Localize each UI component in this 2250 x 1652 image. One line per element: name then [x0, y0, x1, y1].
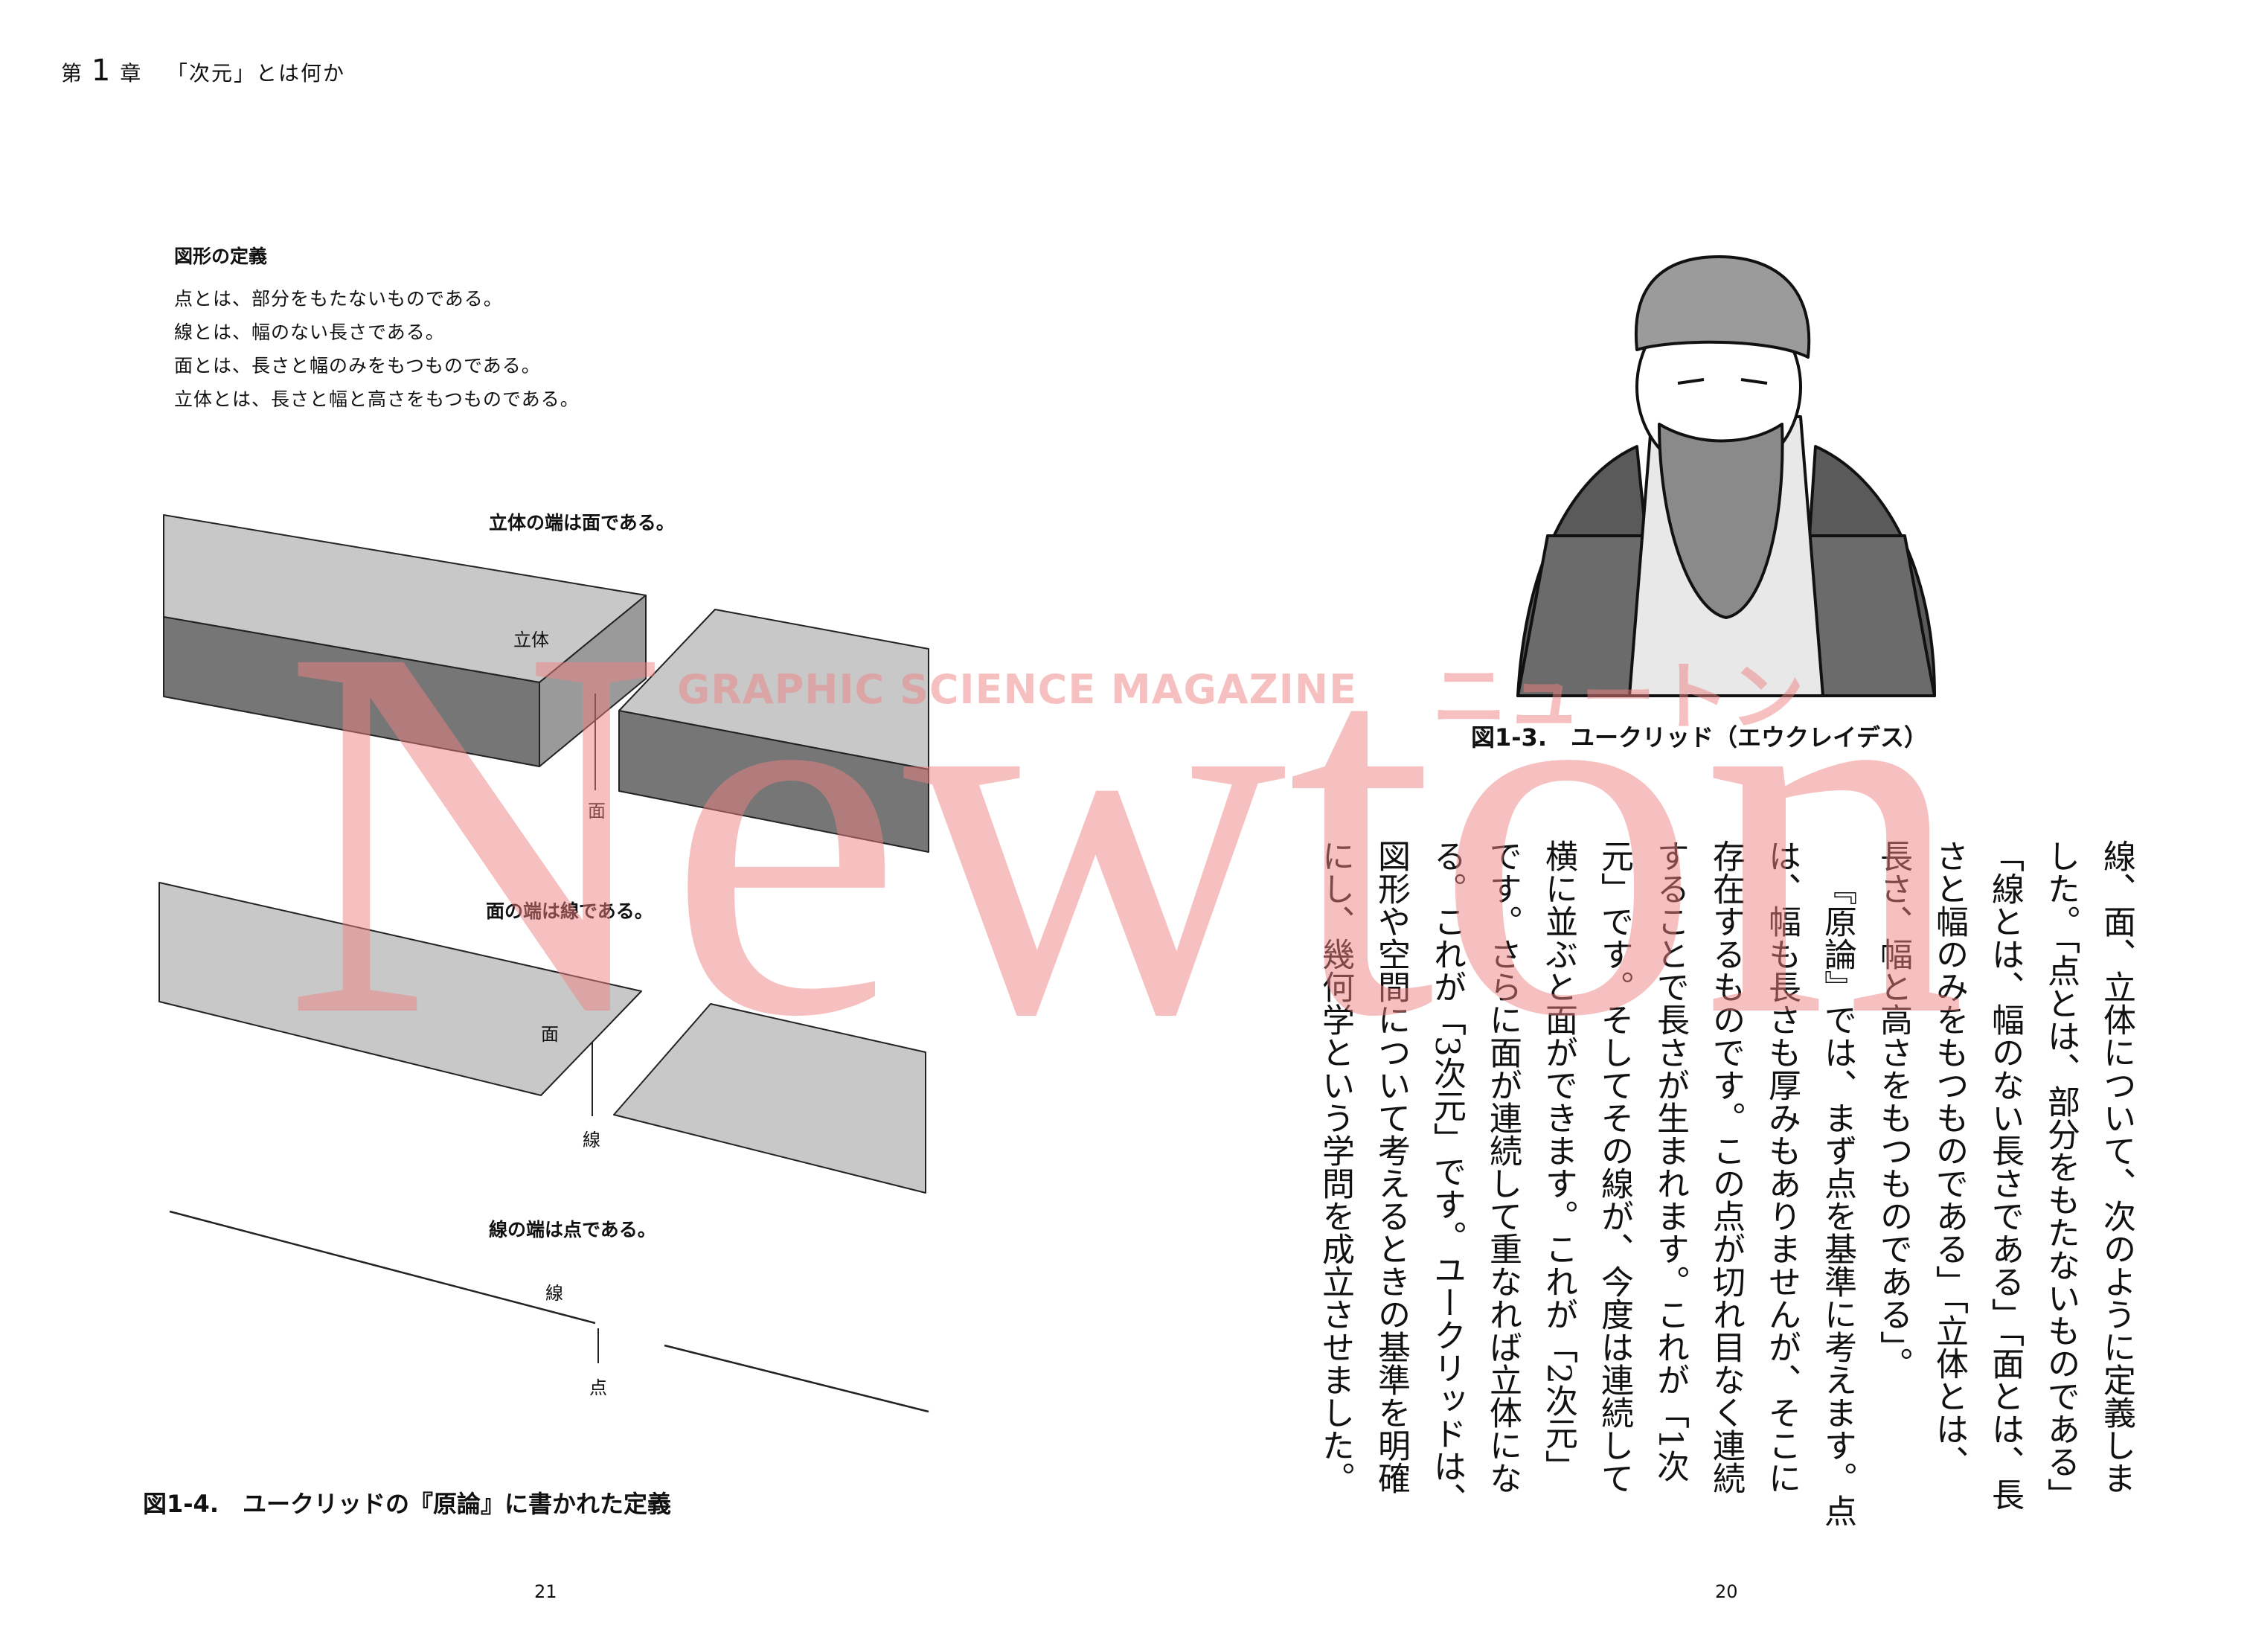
text-column: にし、幾何学という学問を成立させました。: [1316, 839, 1354, 1494]
chapter-suffix: 章: [120, 61, 143, 86]
solid-title: 立体の端は面である。: [489, 512, 675, 534]
definition-point: 点とは、部分をもたないものである。: [174, 288, 503, 310]
text-column: 元」です。そしてその線が、今度は連続して: [1595, 839, 1633, 1494]
plane-left: [158, 882, 642, 1096]
text-column: することで長さが生まれます。これが「1次: [1651, 839, 1689, 1482]
line-right: [664, 1344, 929, 1413]
chapter-header: 第 1 章 「次元」とは何か: [61, 54, 345, 88]
plane-right: [613, 1003, 926, 1194]
text-column: です。さらに面が連続して重なれば立体にな: [1484, 839, 1522, 1494]
text-column: は、幅も長さも厚みもありませんが、そこに: [1763, 839, 1801, 1494]
text-column: 横に並ぶと面ができます。これが「2次元」: [1539, 839, 1577, 1482]
plane-label: 面: [541, 1024, 559, 1045]
text-column: 長さ、幅と高さをもつものである」。: [1874, 839, 1912, 1380]
solid-right-front-face: [618, 710, 929, 853]
text-column: さと幅のみをもつものである」「立体とは、: [1930, 839, 1968, 1478]
text-column: した。「点とは、部分をもたないものである」: [2042, 839, 2080, 1511]
text-column: 「線とは、幅のない長さである」「面とは、長: [1986, 839, 2024, 1511]
page-number-right: 20: [1715, 1581, 1738, 1602]
text-column: る。これが「3次元」です。ユークリッドは、: [1428, 839, 1466, 1515]
definition-line: 線とは、幅のない長さである。: [174, 321, 445, 343]
solid-left-side-face: [539, 595, 647, 767]
solid-label: 立体: [513, 630, 549, 650]
solid-face-label: 面: [588, 801, 606, 822]
definition-solid: 立体とは、長さと幅と高さをもつものである。: [174, 388, 580, 410]
plane-title: 面の端は線である。: [486, 900, 653, 922]
line-left: [169, 1210, 596, 1325]
figure-1-4-caption: 図1-4. ユークリッドの『原論』に書かれた定義: [143, 1490, 671, 1518]
plane-line-label: 線: [583, 1130, 600, 1150]
definition-plane: 面とは、長さと幅のみをもつものである。: [174, 355, 541, 377]
figure-1-3-caption: 図1-3. ユークリッド（エウクレイデス）: [1471, 723, 1928, 752]
chapter-title: 「次元」とは何か: [167, 61, 346, 86]
definitions-title: 図形の定義: [174, 246, 268, 267]
line-label: 線: [545, 1283, 563, 1304]
page-number-left: 21: [534, 1581, 557, 1602]
line-point-label: 点: [589, 1377, 607, 1398]
text-column: 存在するものです。この点が切れ目なく連続: [1707, 839, 1745, 1494]
chapter-prefix: 第: [61, 61, 84, 86]
line-title: 線の端は点である。: [489, 1219, 656, 1240]
text-column: 図形や空間について考えるときの基準を明確: [1372, 839, 1410, 1494]
chapter-number: 1: [91, 54, 112, 88]
euclid-portrait: [1516, 255, 1936, 697]
text-column: 線、面、立体について、次のように定義しま: [2097, 839, 2135, 1494]
text-column: 『原論』では、まず点を基準に考えます。点: [1818, 872, 1856, 1527]
